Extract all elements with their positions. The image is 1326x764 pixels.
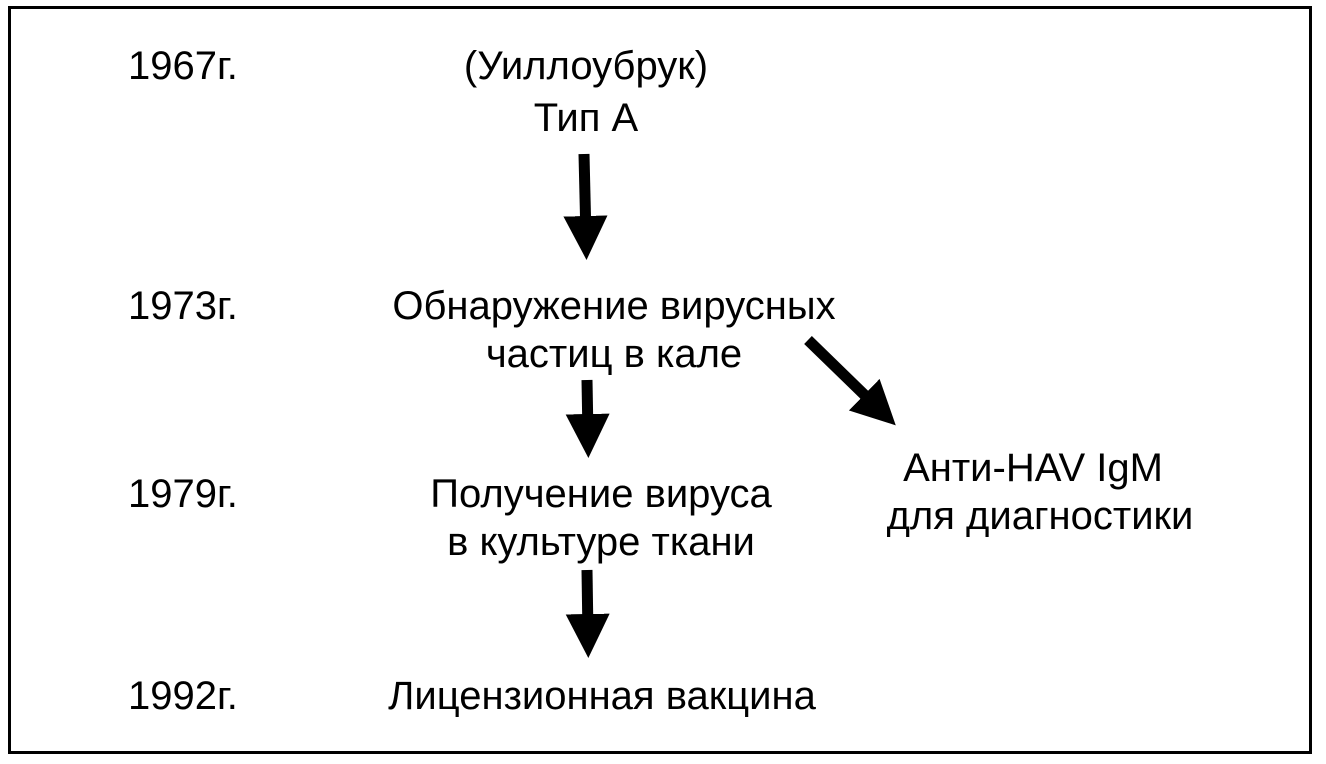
event-1992-line-1: Лицензионная вакцина xyxy=(388,674,816,718)
year-1967: 1967г. xyxy=(128,44,238,88)
diagram-frame xyxy=(8,6,1312,754)
event-1967-line-2: Тип А xyxy=(533,96,639,140)
event-1979-line-1: Получение вируса xyxy=(430,472,772,516)
side-branch-line-2: для диагностики xyxy=(886,494,1194,538)
arrow-1973-to-antibody xyxy=(804,336,896,426)
side-branch-line-1: Анти-HAV IgM xyxy=(903,446,1163,490)
event-1967-line-1: (Уиллоубрук) xyxy=(463,44,709,88)
year-1973: 1973г. xyxy=(128,284,238,328)
event-1979-line-2: в культуре ткани xyxy=(447,520,755,564)
arrow-1979-to-1992 xyxy=(565,569,610,658)
arrow-1967-to-1973 xyxy=(563,153,608,260)
event-1973-line-1: Обнаружение вирусных xyxy=(392,284,836,328)
arrow-1973-to-1979 xyxy=(565,379,610,458)
year-1979: 1979г. xyxy=(128,472,238,516)
event-1973-line-2: частиц в кале xyxy=(485,332,743,376)
year-1992: 1992г. xyxy=(128,674,238,718)
